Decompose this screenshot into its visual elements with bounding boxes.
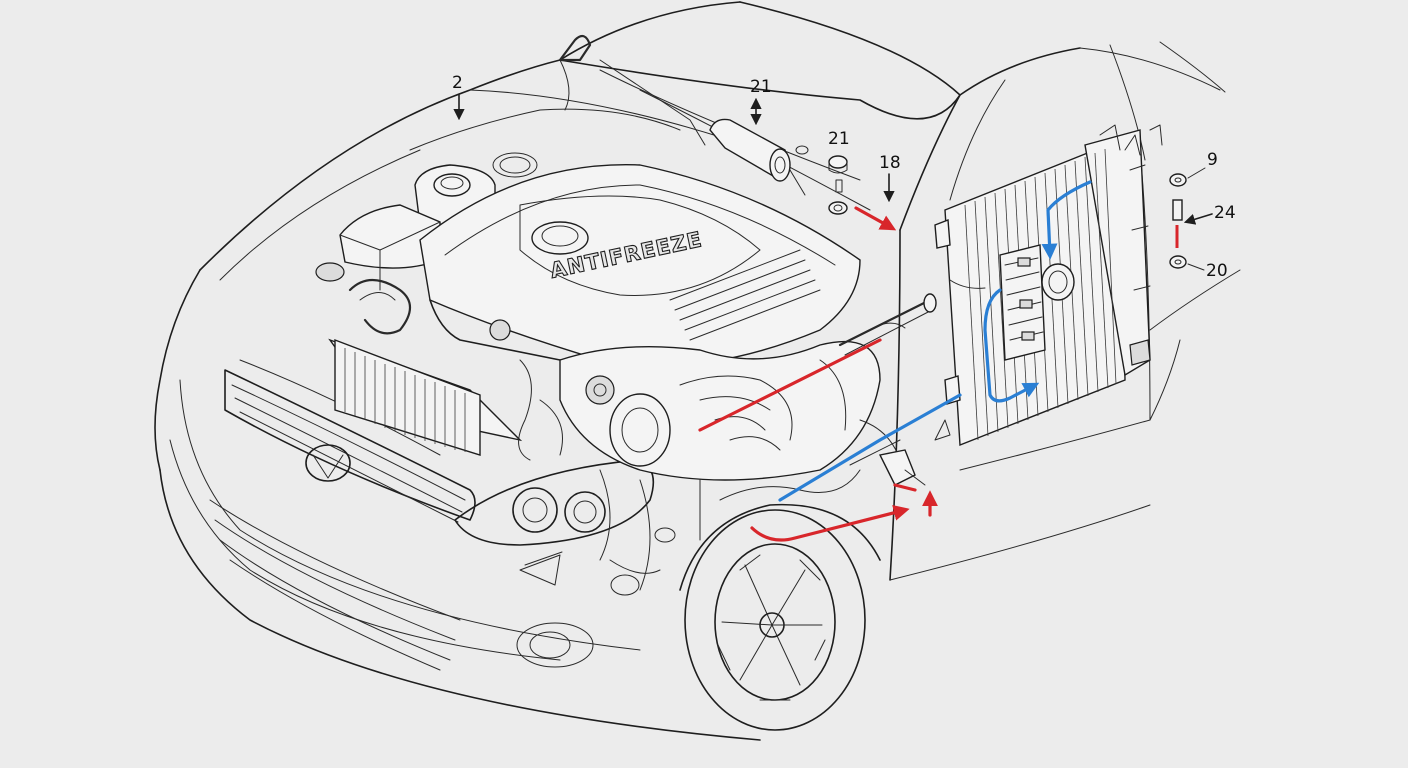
callout-reservoir: 21	[750, 77, 772, 126]
callout-washer: 20	[1187, 261, 1228, 281]
cold-coolant-flow	[778, 180, 1092, 502]
brand-emblem	[305, 444, 351, 482]
engine-bay: ANTIFREEZE	[219, 34, 951, 596]
hot-flow-sensor	[893, 483, 917, 492]
front-wheel	[679, 503, 881, 731]
callout-label: 21	[828, 129, 850, 149]
engine-cover: ANTIFREEZE	[419, 164, 861, 375]
callout-bolt: 24	[1183, 203, 1236, 225]
callout-label: 21	[750, 77, 772, 97]
callout-seal: 9	[1187, 150, 1218, 179]
callout-label: 20	[1206, 261, 1228, 281]
callout-label: 18	[879, 153, 901, 173]
hot-coolant-arrow-inlet	[854, 206, 897, 231]
headlight	[454, 459, 655, 546]
front-grille	[224, 359, 476, 523]
thermostat-housing	[878, 419, 951, 486]
radiator	[934, 124, 1163, 447]
callout-inlet: 18	[879, 153, 901, 203]
callout-hood: 2	[452, 73, 465, 121]
parts-cap-set	[828, 155, 848, 215]
hot-coolant-flow	[698, 206, 938, 542]
callout-cap: 21	[828, 129, 850, 149]
hot-flow-upper	[698, 338, 882, 432]
fan-module	[999, 244, 1075, 361]
callout-label: 2	[452, 73, 463, 93]
cold-coolant-arrow-top	[1041, 180, 1092, 260]
front-radiator	[328, 338, 523, 456]
car-body	[154, 1, 1241, 741]
parts-seal-bolt-washer	[1169, 173, 1187, 269]
callout-label: 9	[1207, 150, 1218, 170]
callout-label: 24	[1214, 203, 1236, 223]
hot-flow-lower	[750, 505, 910, 542]
cold-coolant-arrow	[983, 288, 1040, 403]
parts-reservoir-cap	[709, 118, 809, 196]
cold-flow-return	[778, 393, 962, 502]
engine-block	[489, 293, 937, 596]
